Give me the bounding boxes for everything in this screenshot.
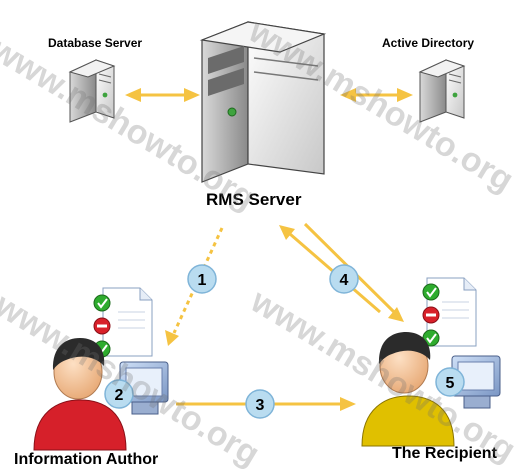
- check-icon: [93, 294, 111, 312]
- arrow-database-rms: [125, 88, 200, 102]
- step-3-number: 3: [256, 397, 265, 414]
- rms-server-icon: [199, 21, 327, 183]
- check-icon: [422, 283, 440, 301]
- information-author-label: Information Author: [14, 451, 159, 468]
- step-2-number: 2: [115, 387, 124, 404]
- step-1-badge: 1: [187, 264, 217, 294]
- recipient-document-icon: [422, 277, 477, 347]
- step-4-number: 4: [340, 272, 349, 289]
- information-author-icon: [33, 338, 169, 451]
- step-5-badge: 5: [435, 367, 465, 397]
- rms-server-label: RMS Server: [206, 190, 302, 209]
- recipient-label: The Recipient: [392, 445, 497, 462]
- database-server-icon: [68, 59, 116, 123]
- step-1-number: 1: [198, 272, 207, 289]
- arrow-rms-active-directory: [340, 88, 413, 102]
- deny-icon: [422, 306, 440, 324]
- arrow-step-4-to-rms: [279, 225, 381, 314]
- author-document-icon: [93, 287, 153, 358]
- step-4-badge: 4: [329, 264, 359, 294]
- step-5-number: 5: [446, 375, 455, 392]
- step-2-badge: 2: [104, 379, 134, 409]
- database-server-label: Database Server: [48, 36, 143, 50]
- active-directory-server-icon: [418, 59, 466, 123]
- recipient-icon: [361, 332, 501, 447]
- active-directory-label: Active Directory: [382, 36, 475, 50]
- check-icon: [422, 329, 440, 347]
- deny-icon: [93, 317, 111, 335]
- step-3-badge: 3: [245, 389, 275, 419]
